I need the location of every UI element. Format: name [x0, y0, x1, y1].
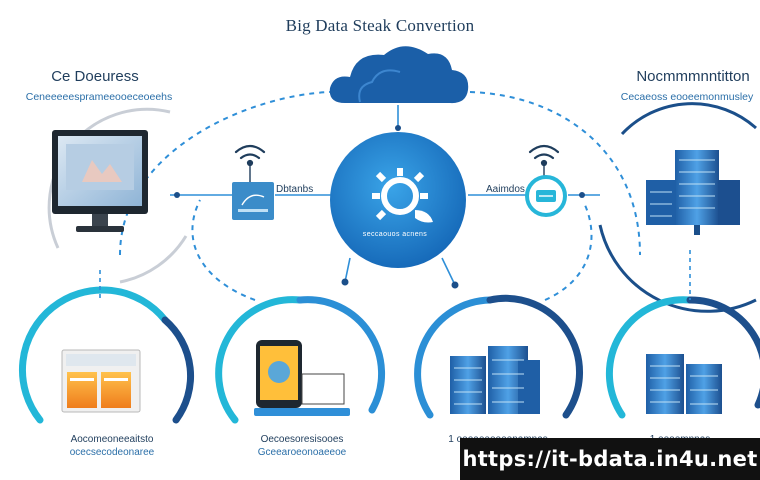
central-hub-label: seccaouos acnens — [362, 231, 428, 238]
dashed-connection-ring — [119, 91, 641, 301]
wifi-icon — [234, 144, 266, 183]
bottom-arc-2 — [215, 296, 386, 424]
diagram-title: Big Data Steak Convertion — [285, 16, 475, 35]
left-panel-subtitle: Ceneeeeesprameeooeceoeehs — [25, 91, 173, 103]
wifi-icon — [528, 144, 560, 181]
bottom-arc-3 — [414, 294, 583, 419]
bottom-caption-1-line2: ocecsecodeonaree — [69, 447, 155, 458]
right-panel-title: Nocmmmnntitton — [636, 68, 750, 85]
data-card-icon — [232, 182, 274, 220]
tablet-icon — [254, 340, 350, 416]
bottom-caption-2-line2: Gceearoeonoaeeoe — [257, 447, 347, 458]
watermark-url-banner: https://it-bdata.in4u.net — [460, 438, 760, 480]
bottom-caption-1-line1: Aocomeoneeaitsto — [70, 434, 154, 445]
server-rack-icon — [646, 150, 740, 235]
router-node-icon — [525, 175, 567, 217]
central-hub — [330, 132, 466, 268]
bottom-caption-2-line1: Oecoesoresisooes — [260, 434, 344, 445]
gear-icon — [372, 168, 428, 221]
bottom-arc-1 — [18, 286, 195, 424]
server-rack-icon — [646, 354, 722, 414]
left-panel-title: Ce Doeuress — [51, 68, 139, 85]
right-panel-subtitle: Cecaeoss eooeemonmusley — [620, 91, 754, 103]
drop-connectors — [99, 250, 691, 300]
dashboard-cards-icon — [61, 349, 141, 413]
server-cluster-icon — [450, 346, 540, 414]
watermark-url-text: https://it-bdata.in4u.net — [462, 447, 758, 471]
bottom-arc-4 — [605, 296, 760, 419]
cloud-icon — [329, 46, 469, 104]
router-node-label: Aaimdos — [486, 184, 525, 195]
connector-dots — [174, 125, 585, 289]
monitor-icon — [52, 130, 148, 232]
data-node-label: Dbtanbs — [276, 184, 314, 195]
